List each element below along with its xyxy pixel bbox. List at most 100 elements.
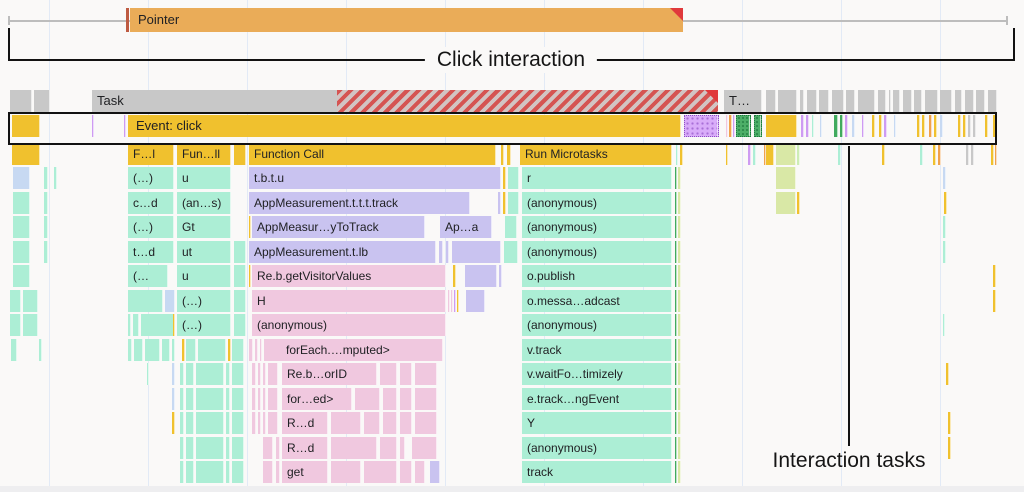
- flame-block[interactable]: [180, 437, 184, 459]
- flame-block[interactable]: [430, 461, 440, 483]
- flame-block[interactable]: [971, 143, 974, 165]
- flame-block[interactable]: (…): [128, 167, 174, 189]
- flame-block[interactable]: (anonymous): [522, 437, 672, 459]
- flame-block[interactable]: [232, 412, 244, 434]
- flame-block[interactable]: o.publish: [522, 265, 672, 287]
- flame-block[interactable]: [147, 363, 149, 385]
- flame-block[interactable]: [172, 363, 175, 385]
- flame-block[interactable]: [186, 412, 194, 434]
- flame-block[interactable]: AppMeasurement.t.lb: [249, 241, 436, 263]
- event-segment[interactable]: [812, 115, 814, 137]
- flame-block[interactable]: [13, 241, 30, 263]
- flame-block[interactable]: [933, 143, 936, 165]
- flame-block[interactable]: [44, 241, 48, 263]
- flame-block[interactable]: [173, 314, 175, 336]
- flame-block[interactable]: [457, 290, 459, 312]
- flame-block[interactable]: [675, 314, 677, 336]
- flame-block[interactable]: [263, 437, 273, 459]
- flame-block[interactable]: [797, 192, 800, 214]
- flame-block[interactable]: [678, 167, 681, 189]
- event-segment[interactable]: [872, 115, 875, 137]
- flame-block[interactable]: [268, 363, 278, 385]
- flame-block[interactable]: [678, 412, 681, 434]
- flame-block[interactable]: [226, 363, 230, 385]
- flame-block[interactable]: Ap…a: [440, 216, 492, 238]
- flame-block[interactable]: (…): [128, 216, 174, 238]
- flame-block[interactable]: [44, 192, 48, 214]
- flame-block[interactable]: [508, 167, 519, 189]
- flame-block[interactable]: [454, 290, 456, 312]
- task-segment[interactable]: [778, 90, 797, 112]
- task-segment[interactable]: [800, 90, 804, 112]
- event-segment[interactable]: [806, 115, 809, 137]
- flame-block[interactable]: [507, 143, 511, 165]
- event-segment[interactable]: [884, 115, 887, 137]
- flame-block[interactable]: [268, 388, 278, 410]
- flame-block[interactable]: [260, 339, 262, 361]
- event-segment[interactable]: [754, 115, 762, 137]
- flame-block[interactable]: [504, 241, 518, 263]
- task-segment[interactable]: [807, 90, 817, 112]
- flame-block[interactable]: [448, 290, 450, 312]
- flame-block[interactable]: [196, 363, 224, 385]
- flame-block[interactable]: [838, 143, 841, 165]
- flame-block[interactable]: [226, 461, 230, 483]
- flame-block[interactable]: [12, 143, 40, 165]
- flame-block[interactable]: [505, 216, 517, 238]
- flame-block[interactable]: [249, 339, 253, 361]
- flame-block[interactable]: Re.b…orID: [282, 363, 377, 385]
- flame-block[interactable]: Fun…ll: [177, 143, 231, 165]
- flame-block[interactable]: [943, 241, 946, 263]
- flame-block[interactable]: (…): [177, 314, 231, 336]
- flame-block[interactable]: [186, 339, 196, 361]
- task-segment[interactable]: T…: [724, 90, 762, 112]
- flame-block[interactable]: [946, 363, 949, 385]
- flame-block[interactable]: [675, 339, 677, 361]
- flame-block[interactable]: [678, 388, 681, 410]
- flame-block[interactable]: [186, 388, 194, 410]
- task-segment[interactable]: [925, 90, 938, 112]
- flame-block[interactable]: for…ed>: [282, 388, 352, 410]
- flame-block[interactable]: (…: [128, 265, 168, 287]
- flame-block[interactable]: R…d: [282, 437, 328, 459]
- flame-block[interactable]: [186, 363, 194, 385]
- flame-block[interactable]: u: [177, 265, 231, 287]
- event-segment[interactable]: [820, 115, 822, 137]
- flame-block[interactable]: [182, 339, 185, 361]
- flame-block[interactable]: [508, 192, 519, 214]
- flame-block[interactable]: [400, 388, 412, 410]
- flame-block[interactable]: [232, 461, 244, 483]
- flame-block[interactable]: [675, 241, 677, 263]
- flame-block[interactable]: t.b.t.u: [249, 167, 501, 189]
- flame-block[interactable]: track: [522, 461, 672, 483]
- flame-block[interactable]: [172, 388, 175, 410]
- flame-block[interactable]: r: [522, 167, 672, 189]
- flame-block[interactable]: [503, 192, 506, 214]
- task-segment[interactable]: [965, 90, 974, 112]
- flame-block[interactable]: [383, 412, 397, 434]
- flame-block[interactable]: [226, 412, 230, 434]
- flame-block[interactable]: [234, 241, 246, 263]
- flame-block[interactable]: [198, 339, 226, 361]
- event-segment[interactable]: [684, 115, 719, 137]
- flame-block[interactable]: Gt: [177, 216, 231, 238]
- flame-block[interactable]: [145, 339, 160, 361]
- flame-block[interactable]: [943, 216, 946, 238]
- event-segment[interactable]: [922, 115, 925, 137]
- flame-block[interactable]: [226, 388, 230, 410]
- flame-block[interactable]: [228, 339, 231, 361]
- flame-block[interactable]: [678, 363, 681, 385]
- flame-block[interactable]: [882, 143, 885, 165]
- flame-block[interactable]: [678, 216, 681, 238]
- flame-block[interactable]: [675, 412, 677, 434]
- flame-block[interactable]: [498, 192, 501, 214]
- flame-block[interactable]: (anonymous): [522, 192, 672, 214]
- task-segment[interactable]: [766, 90, 776, 112]
- flame-block[interactable]: [180, 461, 184, 483]
- flame-block[interactable]: (anonymous): [522, 216, 672, 238]
- event-segment[interactable]: [879, 115, 882, 137]
- flame-block[interactable]: [766, 143, 774, 165]
- flame-block[interactable]: [466, 290, 485, 312]
- flame-block[interactable]: [380, 363, 397, 385]
- flame-block[interactable]: [380, 437, 397, 459]
